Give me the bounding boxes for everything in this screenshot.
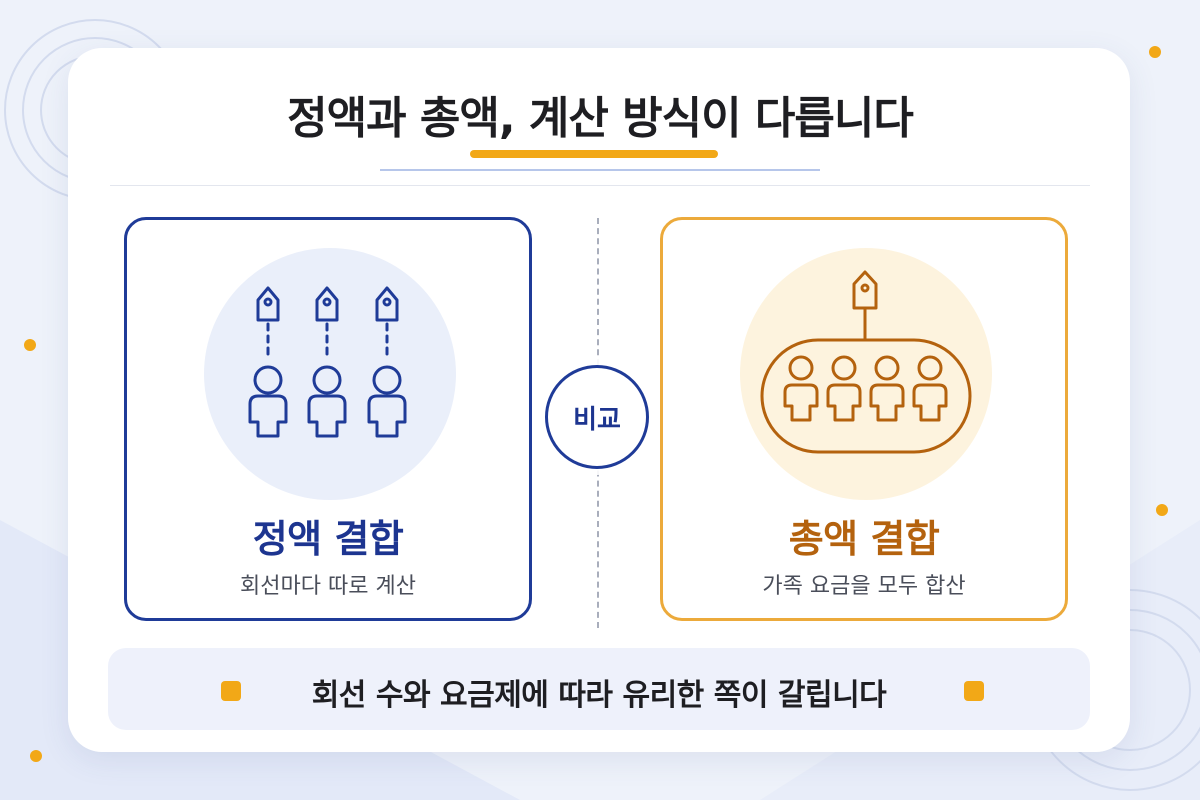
bottom-note-bar: 회선 수와 요금제에 따라 유리한 쪽이 갈립니다 — [108, 648, 1090, 730]
three-people-each-with-price-tag-icon — [248, 286, 407, 438]
title-underline — [380, 169, 820, 171]
fixed-amount-subtitle: 회선마다 따로 계산 — [240, 574, 416, 599]
title-accent-bar — [470, 150, 718, 158]
fixed-amount-title: 정액 결합 — [252, 517, 404, 561]
bottom-note-text: 회선 수와 요금제에 따라 유리한 쪽이 갈립니다 — [311, 678, 887, 713]
page-title: 정액과 총액, 계산 방식이 다릅니다 — [287, 93, 914, 144]
total-amount-subtitle: 가족 요금을 모두 합산 — [762, 574, 966, 599]
total-amount-panel: 총액 결합 가족 요금을 모두 합산 — [660, 217, 1068, 621]
group-of-four-with-single-price-tag-icon — [760, 270, 972, 454]
fixed-amount-panel: 정액 결합 회선마다 따로 계산 — [124, 217, 532, 621]
square-bullet-icon — [964, 681, 984, 701]
header-divider — [110, 185, 1090, 186]
square-bullet-icon — [221, 681, 241, 701]
compare-badge: 비교 — [545, 365, 649, 469]
total-amount-title: 총액 결합 — [788, 517, 940, 561]
